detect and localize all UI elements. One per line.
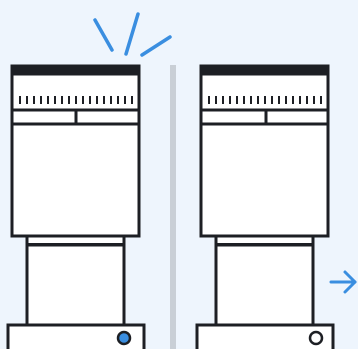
device-right-body: [199, 122, 330, 238]
center-divider: [170, 65, 176, 349]
arrow-right-icon: [329, 270, 357, 294]
device-right-head: [199, 72, 330, 112]
device-left-head: [10, 72, 141, 112]
device-left-base: [6, 323, 146, 349]
device-right: [195, 64, 335, 349]
device-left-ridges: [19, 96, 133, 104]
device-right-column: [214, 243, 315, 327]
device-left: [6, 64, 146, 349]
sparkle-burst-icon: [93, 12, 172, 57]
device-left-column: [25, 243, 126, 327]
device-right-indicator: [308, 330, 324, 346]
device-right-ridges: [208, 96, 322, 104]
device-left-body: [10, 122, 141, 238]
device-left-indicator: [116, 330, 132, 346]
